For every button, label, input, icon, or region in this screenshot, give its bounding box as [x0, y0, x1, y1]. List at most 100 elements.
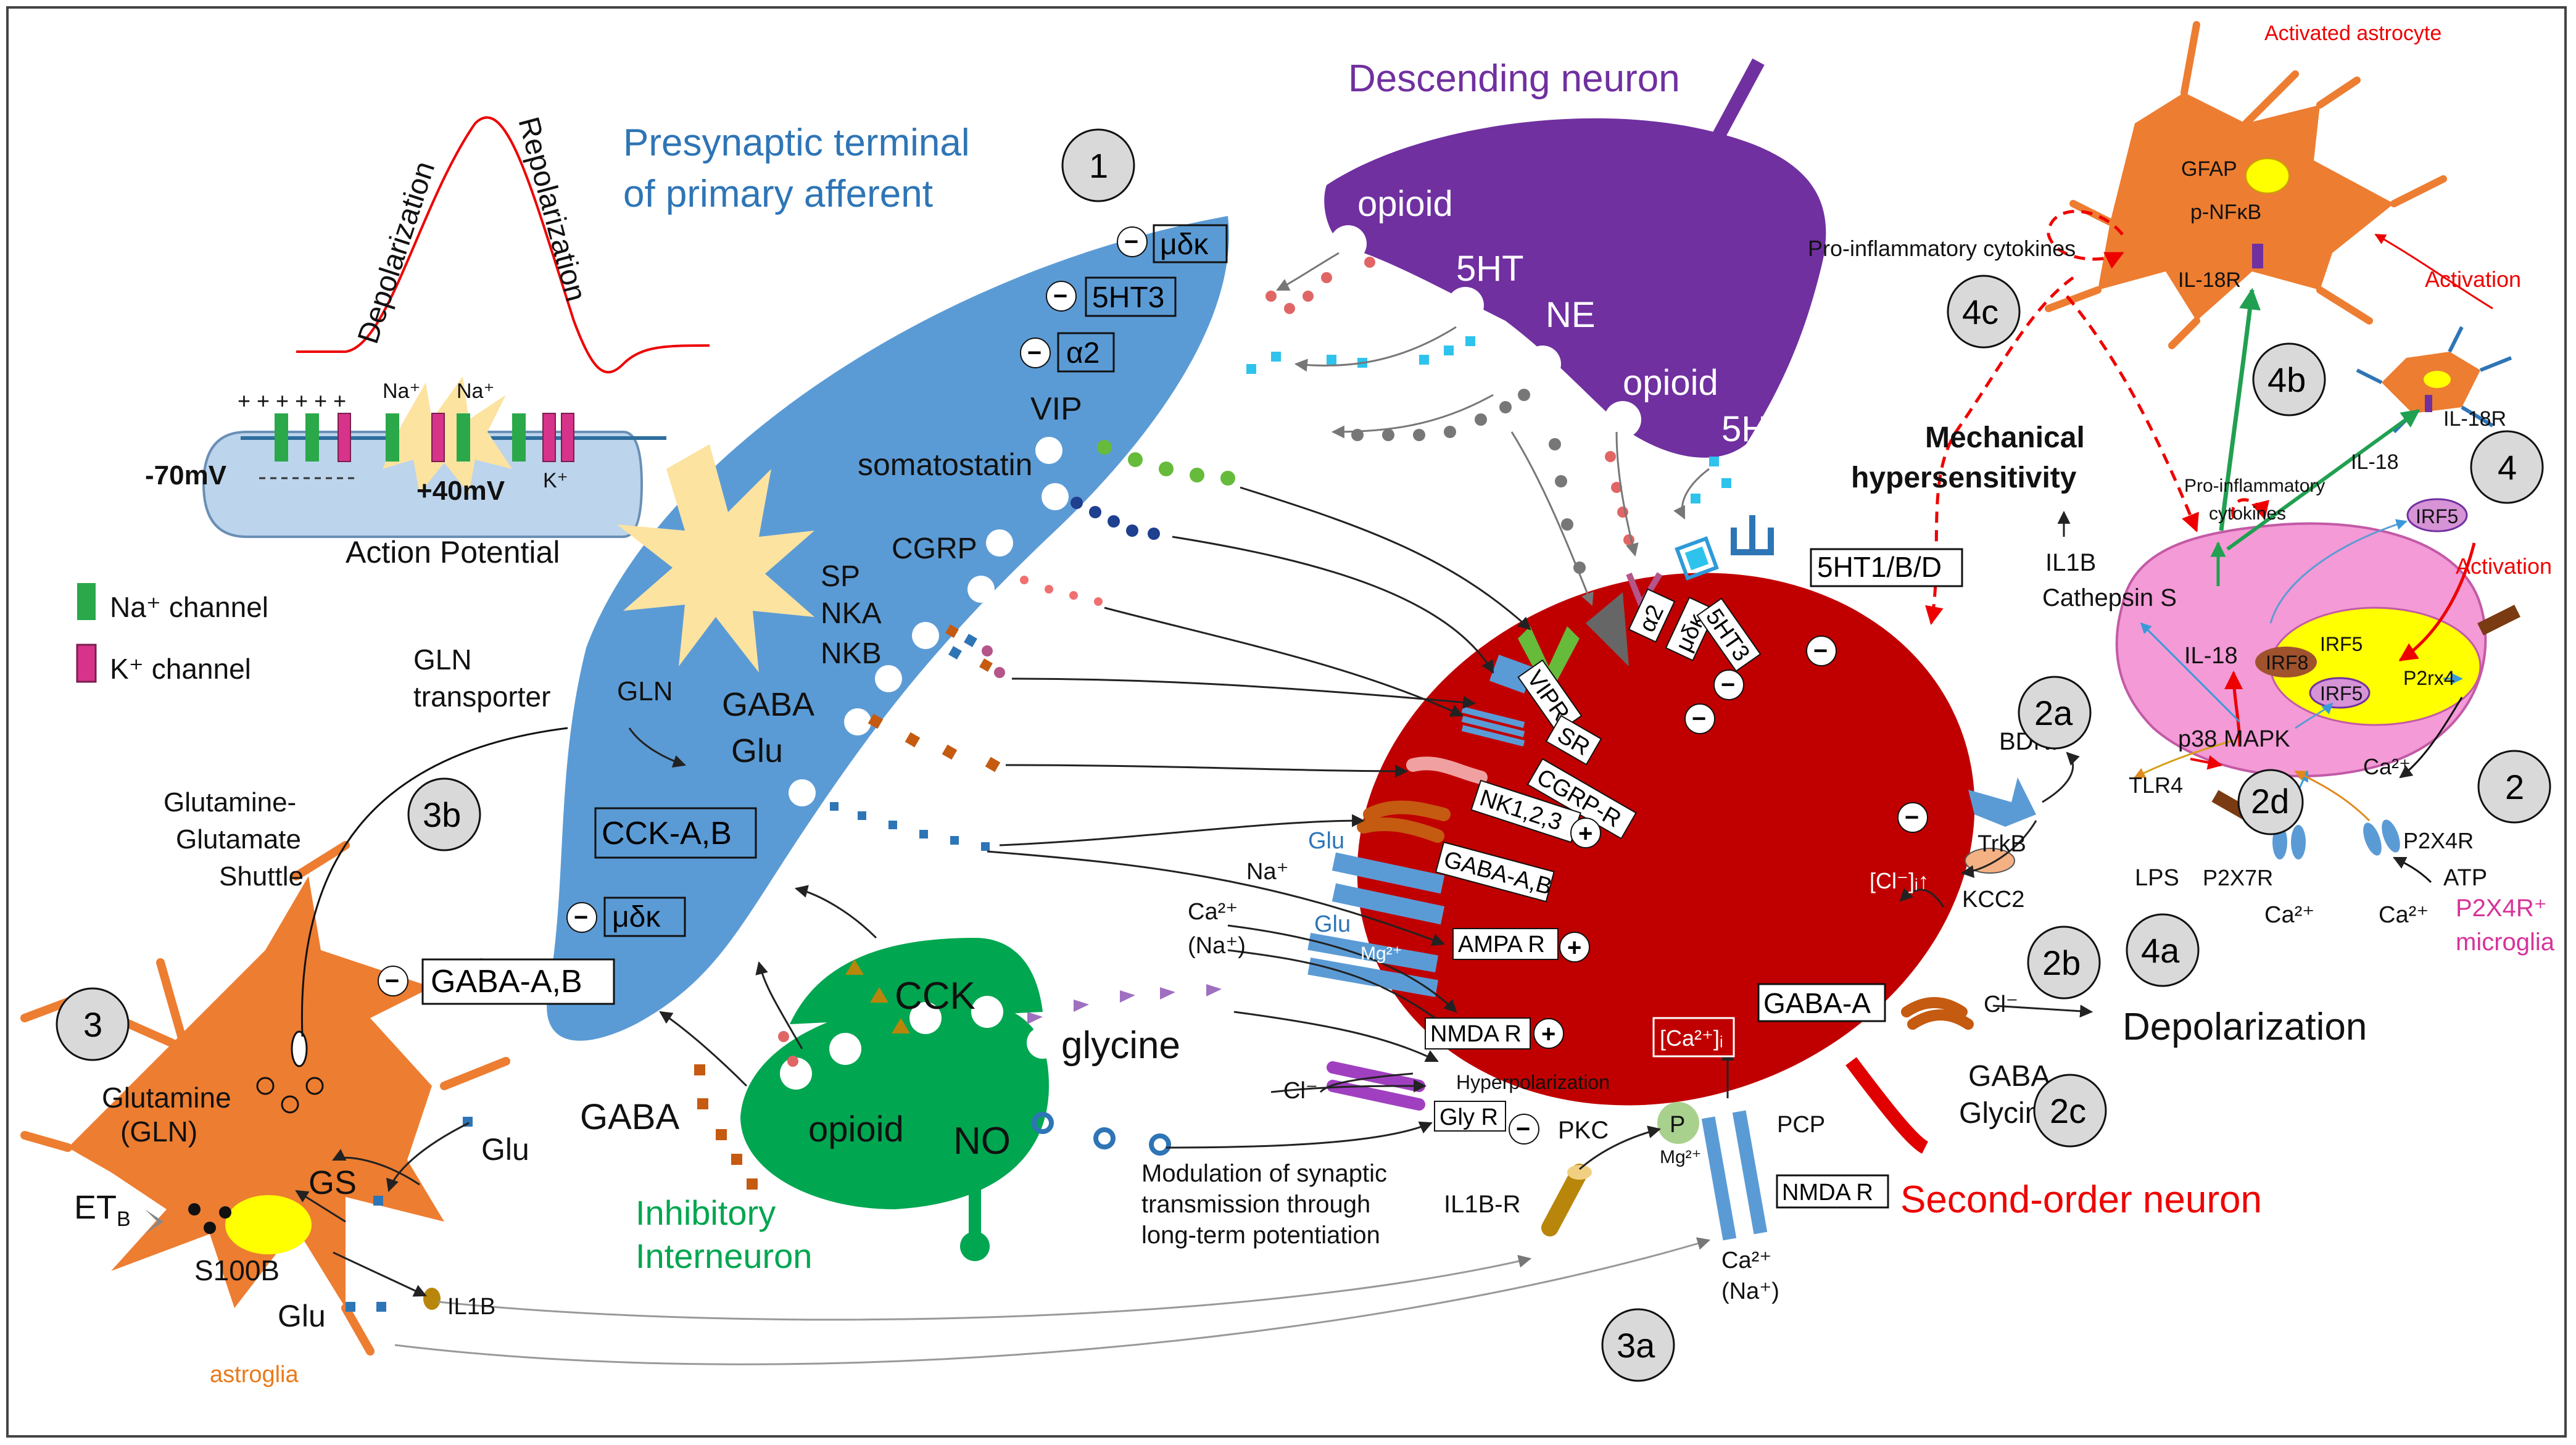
astroglia-nucleus: [225, 1195, 312, 1254]
hyperpolarization-label: Hyperpolarization: [1456, 1071, 1610, 1093]
ca2-label-2: Ca²⁺: [2264, 902, 2314, 928]
signal-arrows: [295, 252, 2094, 1365]
gabaab-box-label: GABA-A,B: [431, 964, 582, 1000]
no-label: NO: [953, 1120, 1011, 1162]
trkb-label: TrkB: [1978, 831, 2026, 857]
ca-na-label-1: Ca²⁺: [1188, 899, 1238, 925]
pkc-label: PKC: [1558, 1117, 1609, 1144]
irf5-micro-label-2: IRF5: [2320, 682, 2363, 705]
ampar-tag: AMPA R: [1458, 932, 1545, 958]
activated-astro-label: Activated astrocyte: [2264, 22, 2441, 45]
gln-transporter-2: transporter: [413, 681, 550, 713]
kcc2-label: KCC2: [1962, 887, 2024, 913]
ca-na-label-2: (Na⁺): [1188, 933, 1246, 959]
minus-sign: −: [1692, 705, 1706, 732]
red-dashed-arrows: [1925, 210, 2269, 625]
astroglia-cell: [20, 841, 510, 1356]
minus-sign: −: [574, 904, 588, 931]
activation-label: Activation: [2425, 267, 2521, 292]
sp-label: SP: [821, 560, 860, 593]
figure-frame: [6, 6, 2567, 1438]
mudk-box-label-2: μδκ: [612, 901, 661, 934]
activated-astrocyte: [2045, 21, 2447, 349]
descending-title: Descending neuron: [1348, 57, 1680, 100]
cathepsin-label: Cathepsin S: [2042, 584, 2177, 611]
alpha2-box-label: α2: [1066, 337, 1100, 370]
cckab-box-label: CCK-A,B: [602, 816, 732, 851]
somatostatin-label: somatostatin: [858, 447, 1032, 482]
nka-label: NKA: [821, 597, 882, 630]
glu-shuttle-1: Glutamine-: [164, 787, 296, 818]
gaba-interneuron-label: GABA: [580, 1097, 679, 1137]
ca-na-bottom-1: Ca²⁺: [1721, 1248, 1771, 1273]
glu-receptor-label-2: Glu: [1314, 911, 1351, 937]
il1b-label: IL1B: [2045, 549, 2096, 576]
cl-label: Cl⁻: [1283, 1078, 1318, 1104]
minus-sign: −: [1027, 339, 1042, 366]
step-4c: 4c: [1962, 292, 1998, 331]
mg-label-2: Mg²⁺: [1660, 1147, 1702, 1167]
descending-neuron: [1324, 58, 1826, 481]
cgrp-label: CGRP: [892, 532, 977, 565]
ne-desc: NE: [1546, 295, 1596, 335]
step-4b: 4b: [2267, 360, 2306, 399]
na-plus-label-2: Na⁺: [457, 379, 494, 403]
presynaptic-terminal: [547, 216, 1229, 1041]
step-3b: 3b: [423, 795, 461, 834]
neurotransmitter-dots: [694, 257, 1731, 1190]
irf5-label: IRF5: [2416, 505, 2458, 528]
k-channel-legend-swatch: [76, 644, 97, 683]
receptors-side: [1307, 777, 2036, 1241]
inhib-title-1: Inhibitory: [636, 1193, 776, 1232]
tlr4-label: TLR4: [2129, 772, 2183, 798]
mudk-box-label: μδκ: [1160, 228, 1209, 261]
k-channel-legend: K⁺ channel: [110, 653, 251, 685]
modulation-2: transmission through: [1141, 1191, 1370, 1218]
activation-label-2: Activation: [2456, 553, 2552, 579]
proinflam-label: Pro-inflammatory cytokines: [1808, 236, 2076, 261]
receptor-tags: VIPR α2 μδκ 5HT3 SR CGRP-R NK1,2,3 GABA-…: [1425, 588, 1762, 1132]
p2x7r-label: P2X7R: [2203, 865, 2273, 890]
etb-receptor-icon: [145, 1209, 164, 1234]
second-order-title: Second-order neuron: [1900, 1178, 2262, 1221]
modulation-3: long-term potentiation: [1141, 1222, 1380, 1249]
na-plus-label-1: Na⁺: [383, 379, 420, 403]
minus-sign: −: [1905, 804, 1919, 831]
gs-label: GS: [309, 1164, 357, 1201]
pcp-label-2: PCP: [1777, 1112, 1825, 1138]
step-2a: 2a: [2034, 694, 2073, 732]
step-4a: 4a: [2141, 931, 2180, 970]
step-4: 4: [2498, 448, 2517, 487]
vip-label: VIP: [1030, 391, 1082, 427]
second-order-neuron: [1357, 573, 1975, 1154]
glutamine-label-1: Glutamine: [102, 1082, 231, 1114]
proinflam-2-2: cytokines: [2209, 503, 2286, 524]
minus70-label: -70mV: [145, 460, 227, 491]
cl-label-2: Cl⁻: [1984, 992, 2018, 1017]
fiveht3-box-label: 5HT3: [1092, 281, 1164, 314]
minus-sign: −: [1813, 637, 1828, 665]
nkb-label: NKB: [821, 637, 882, 670]
glyr-tag: Gly R: [1439, 1104, 1498, 1130]
step-2b: 2b: [2042, 943, 2081, 982]
inhib-title-2: Interneuron: [636, 1236, 812, 1275]
presyn-title-2: of primary afferent: [623, 173, 933, 215]
cli-label: [Cl⁻]ᵢ↑: [1870, 868, 1929, 893]
glutamine-label-2: (GLN): [120, 1116, 197, 1148]
p-label: P: [1670, 1112, 1685, 1138]
opioid-desc-1: opioid: [1357, 184, 1453, 224]
p2x4r-micro-1: P2X4R⁺: [2456, 895, 2547, 922]
presyn-vesicle-bumps: [789, 437, 1069, 806]
ca-i-label: [Ca²⁺]ᵢ: [1660, 1025, 1723, 1051]
glu-presyn-label: Glu: [731, 732, 783, 769]
mg-label: Mg²⁺: [1360, 943, 1402, 964]
irf5-micro-label: IRF5: [2320, 633, 2363, 655]
gaba-glycine-1: GABA: [1968, 1060, 2050, 1093]
minus-sign: −: [1053, 283, 1067, 310]
astroglia-label: astroglia: [210, 1362, 299, 1388]
presyn-title-1: Presynaptic terminal: [623, 122, 970, 164]
il18-label: IL-18: [2351, 450, 2399, 474]
il18r-label: IL-18R: [2178, 268, 2241, 292]
il1br-label: IL1B-R: [1444, 1191, 1521, 1218]
p2x4r-label: P2X4R: [2403, 828, 2474, 853]
